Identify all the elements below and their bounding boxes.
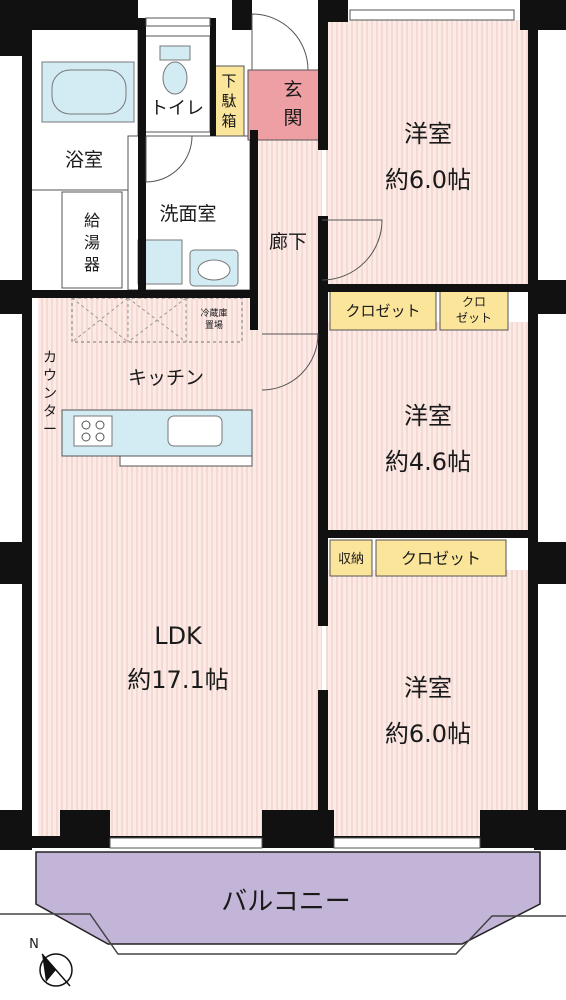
label-western-top-size: 約6.0帖 [385,166,471,194]
label-western-top-name: 洋室 [404,120,452,148]
floor-western-mid [326,322,532,532]
label-kitchen: キッチン [128,367,204,389]
label-entrance-1: 玄 [283,79,302,101]
label-water-heater-1: 給 [84,211,100,230]
label-corridor: 廊下 [269,231,307,253]
label-water-heater-2: 湯 [84,233,100,252]
floor-water-heater [61,191,123,289]
closet-top-small [439,289,509,331]
label-counter-3: ン [43,386,57,402]
label-western-bottom-size: 約6.0帖 [385,720,471,748]
floor-western-top [326,20,532,290]
label-ldk-size: 約17.1帖 [127,666,228,694]
compass-label: N [29,937,39,952]
compass-icon [39,953,73,987]
label-closet-top-small-2: ゼット [456,311,492,325]
entrance-door-swing [251,13,309,71]
label-shoe-box-1: 下 [221,72,236,90]
floor-entrance [247,69,323,141]
label-closet-top: クロゼット [345,302,420,320]
label-shoe-box-2: 駄 [221,92,236,110]
label-washroom: 洗面室 [159,203,216,225]
label-counter-1: カ [43,350,57,366]
floor-corridor [256,138,322,330]
label-balcony: バルコニー [221,887,350,917]
label-shoe-box-3: 箱 [221,112,236,130]
label-counter-2: ウ [43,368,57,384]
floor-western-bottom [326,570,532,836]
label-fridge-2: 置場 [205,319,223,331]
label-western-mid-name: 洋室 [404,402,452,430]
toilet-fixture [159,45,191,61]
window-bath [145,17,211,27]
balcony-rail [0,913,566,955]
label-western-bottom-name: 洋室 [404,674,452,702]
label-storage: 収納 [338,552,364,567]
label-counter-4: タ [43,404,57,420]
storage-box [329,539,373,577]
balcony-area [35,851,541,945]
label-western-mid-size: 約4.6帖 [385,448,471,476]
label-entrance-2: 関 [283,107,302,129]
label-counter-5: ー [43,422,57,438]
closet-top [329,289,437,331]
closet-bottom [375,539,507,577]
label-ldk-name: LDK [154,622,203,650]
window-bottom-left [109,837,263,849]
floor-ldk [38,298,322,836]
label-closet-bottom: クロゼット [401,549,481,568]
label-fridge-1: 冷蔵庫 [200,307,227,319]
window-top [349,9,515,21]
shoe-box [213,65,245,137]
label-toilet: トイレ [150,98,204,119]
label-bath: 浴室 [65,149,103,171]
window-bottom-right [333,837,481,849]
label-closet-top-small-1: クロ [462,295,486,309]
label-water-heater-3: 器 [84,255,100,274]
